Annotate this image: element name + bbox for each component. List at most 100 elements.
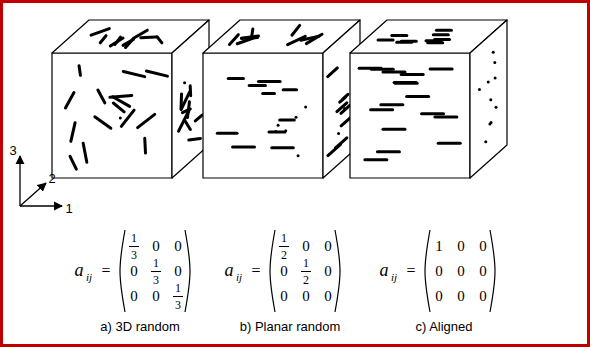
fiber [288, 36, 306, 44]
fiber [65, 93, 74, 108]
fiber-end [492, 51, 495, 54]
fiber [113, 97, 130, 107]
matrix-entry: 0 [174, 264, 182, 279]
matrix-bracket [335, 230, 340, 312]
fraction-denominator: 3 [153, 274, 159, 286]
matrix-entry: 0 [302, 239, 310, 254]
fiber [435, 116, 457, 119]
fiber [401, 73, 423, 76]
matrix-entry: 1 [435, 239, 443, 254]
fiber [70, 156, 76, 169]
fiber-cube [203, 20, 360, 178]
matrix-index: ij [236, 272, 242, 283]
fiber-end [337, 132, 340, 135]
fiber [430, 67, 452, 70]
fiber [138, 114, 155, 127]
fiber [189, 86, 192, 96]
fiber [422, 112, 444, 115]
fiber [217, 132, 237, 135]
fiber [180, 94, 183, 109]
matrix-entry: 0 [174, 239, 182, 254]
fiber [146, 71, 167, 76]
axis-arrow [20, 205, 62, 206]
fraction-numerator: 1 [131, 232, 137, 244]
cube-face [52, 53, 172, 178]
fraction-numerator: 1 [175, 282, 181, 294]
matrix-bracket [270, 230, 275, 312]
fiber [123, 39, 134, 45]
matrix-entry: 0 [457, 239, 465, 254]
fiber [110, 38, 123, 46]
fiber [179, 110, 189, 131]
fiber [341, 118, 350, 126]
fiber [365, 158, 387, 161]
fiber [269, 131, 285, 134]
fiber-end [489, 98, 492, 101]
fiber [230, 35, 239, 45]
fiber [401, 40, 416, 43]
fiber [115, 37, 121, 44]
axis-label: 1 [65, 202, 72, 215]
matrix-entry: 0 [479, 264, 487, 279]
matrix-entry: 0 [324, 239, 332, 254]
matrix-entry: 0 [280, 289, 288, 304]
fiber [258, 80, 280, 83]
fiber [426, 39, 441, 42]
matrix-entry: 0 [130, 264, 138, 279]
fiber [280, 118, 295, 121]
fiber-end [487, 81, 490, 84]
fiber [407, 95, 429, 98]
fiber [242, 37, 258, 38]
fiber [100, 36, 106, 43]
cube-face [350, 53, 470, 178]
fraction-bar [151, 271, 161, 272]
fiber [383, 128, 405, 131]
axis-label: 2 [48, 172, 55, 185]
matrix-entry: 0 [435, 289, 443, 304]
matrix-entry: 0 [130, 289, 138, 304]
cube-face [203, 53, 323, 178]
axis-arrow [19, 156, 20, 206]
matrix-bracket [425, 230, 430, 312]
equals-sign: = [101, 263, 110, 279]
fiber [392, 34, 407, 37]
fiber [98, 90, 105, 103]
fiber [233, 145, 255, 148]
fiber-end [478, 88, 481, 91]
fiber-end [304, 106, 307, 109]
equals-sign: = [406, 263, 415, 279]
fiber [371, 108, 393, 111]
fiber [272, 146, 294, 149]
matrix-entry: 0 [479, 239, 487, 254]
equals-sign: = [251, 263, 260, 279]
matrix-entry: 0 [324, 264, 332, 279]
fraction-bar [129, 246, 139, 247]
fraction-numerator: 1 [303, 257, 309, 269]
fraction-numerator: 1 [153, 257, 159, 269]
fiber-end [493, 61, 496, 64]
matrix-entry: 0 [324, 289, 332, 304]
fiber [143, 138, 147, 153]
fiber-end [495, 106, 498, 109]
caption: c) Aligned [415, 320, 472, 333]
matrix-index: ij [391, 272, 397, 283]
fiber [141, 36, 156, 40]
fiber [195, 115, 202, 121]
matrix-symbol: a [380, 261, 389, 279]
fiber [189, 139, 201, 141]
fraction-bar [301, 271, 311, 272]
fiber [249, 84, 265, 87]
fiber [371, 68, 393, 71]
matrix-symbol: a [75, 261, 84, 279]
matrix-entry: 0 [435, 264, 443, 279]
matrix-entry: 0 [280, 264, 288, 279]
fiber [263, 92, 275, 95]
fiber-cube [52, 20, 209, 178]
fiber [228, 77, 243, 80]
fiber [394, 81, 416, 84]
fiber [377, 150, 399, 153]
fraction-bar [173, 296, 183, 297]
fiber [71, 123, 75, 142]
